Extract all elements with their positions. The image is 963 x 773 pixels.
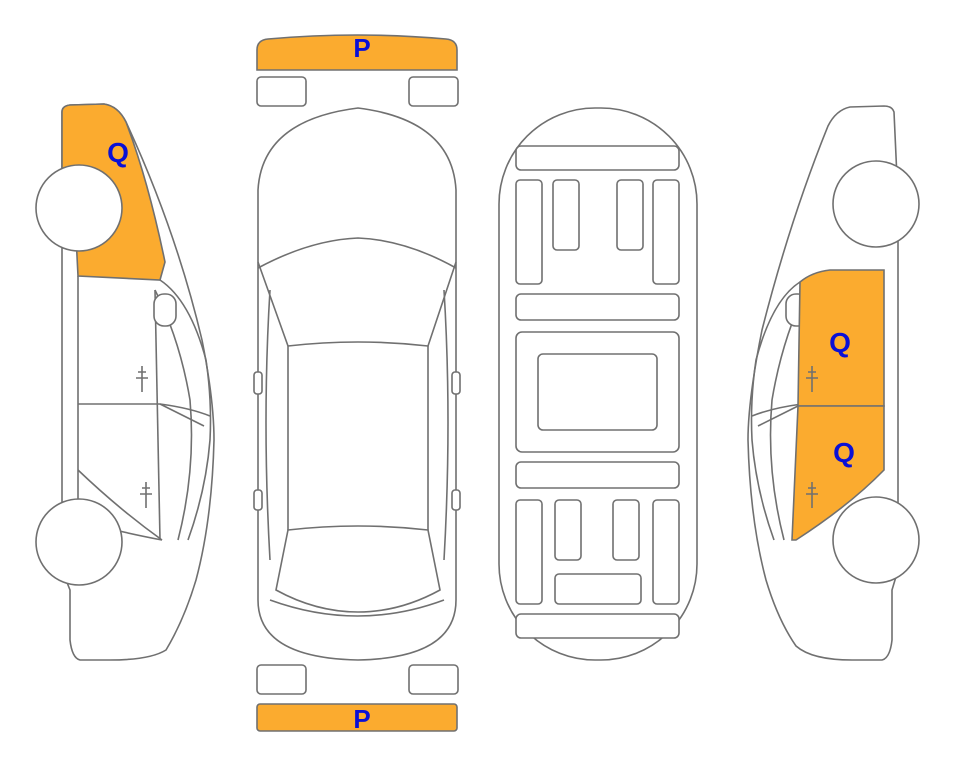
top-right-handle [451, 489, 461, 511]
underside-panel-3 [616, 179, 644, 251]
top-left-mirror [253, 371, 263, 395]
right-belt-line-2 [757, 403, 803, 427]
left-front-wheel [35, 498, 123, 586]
left-belt-line-2 [159, 403, 205, 427]
right-front-door[interactable] [797, 269, 885, 407]
right-front-door-label: Q [829, 327, 851, 358]
rear-right-lamp [408, 664, 459, 695]
top-view: P P [253, 33, 461, 734]
left-mirror [153, 293, 177, 327]
underside-panel-7 [612, 499, 640, 561]
front-bumper-label: P [353, 33, 370, 63]
right-rear-wheel [832, 496, 920, 584]
right-rear-door[interactable] [791, 405, 885, 541]
left-side-window-curve [159, 279, 212, 541]
underside-panel-8 [652, 499, 680, 605]
roof-front-left [257, 261, 289, 347]
left-door-bottom [77, 469, 163, 541]
underside-center-panel [537, 353, 658, 431]
right-rear-door-label: Q [833, 437, 855, 468]
right-front-wheel [832, 160, 920, 248]
front-right-lamp [408, 76, 459, 107]
right-pillar [443, 289, 449, 561]
underside-panel-4 [652, 179, 680, 285]
right-rear-handle [806, 482, 818, 508]
underside-panel-1 [515, 179, 543, 285]
rear-left-lamp [256, 664, 307, 695]
top-left-handle [253, 489, 263, 511]
underside-rear-box [554, 573, 642, 605]
rear-bumper-label: P [353, 704, 370, 734]
rear-bumper[interactable] [256, 703, 458, 732]
underside-front-bar [515, 145, 680, 171]
rear-window [275, 525, 441, 613]
left-front-handle [136, 366, 148, 392]
right-side-view: Q Q [747, 105, 920, 661]
underside-rear-bar [515, 613, 680, 639]
underside-panel-6 [554, 499, 582, 561]
front-left-lamp [256, 76, 307, 107]
trunk-line [269, 599, 445, 617]
roof-front [287, 261, 457, 347]
left-rear-wheel [35, 164, 123, 252]
underside-view [498, 107, 698, 661]
windshield [257, 237, 457, 269]
underside-crossbar-2 [515, 461, 680, 489]
underside-crossbar-1 [515, 293, 680, 321]
left-rear-quarter-label: Q [107, 137, 129, 168]
underside-panel-5 [515, 499, 543, 605]
right-front-handle [806, 366, 818, 392]
left-side-view: Q [35, 103, 215, 661]
left-pillar [265, 289, 271, 561]
left-rear-handle [140, 482, 152, 508]
left-door-divider [154, 289, 161, 541]
right-side-window-curve [750, 281, 801, 541]
top-right-mirror [451, 371, 461, 395]
underside-panel-2 [552, 179, 580, 251]
front-bumper[interactable] [256, 34, 458, 71]
